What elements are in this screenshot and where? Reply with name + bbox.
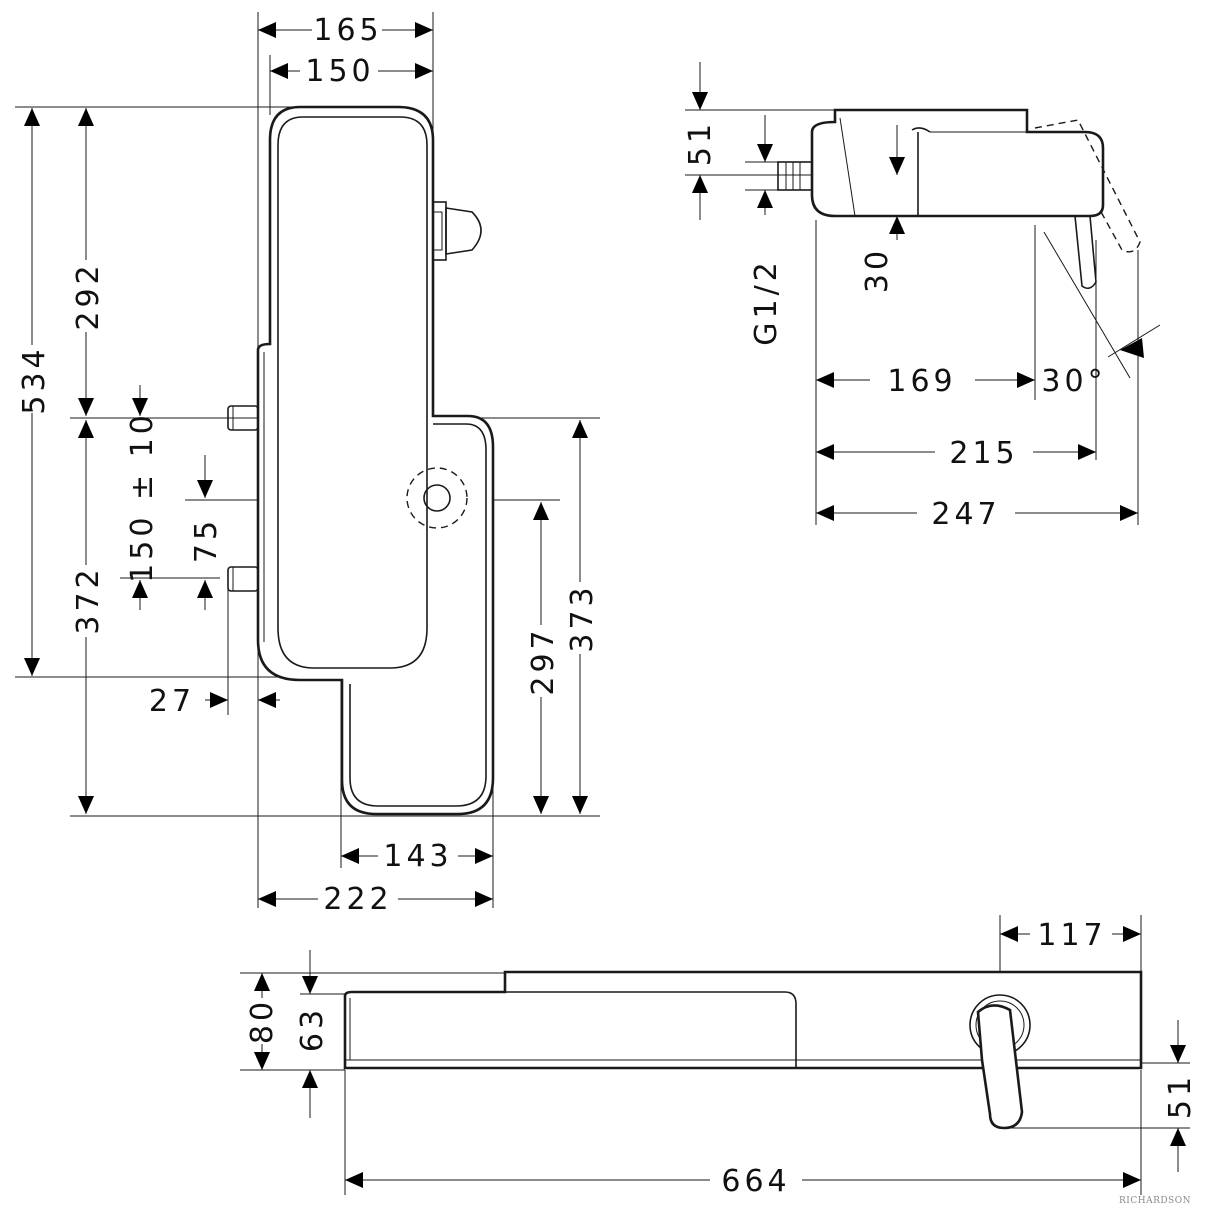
dim-51-top: 51 (1163, 1073, 1198, 1119)
top-body (343, 970, 1143, 1070)
side-view: 51 G1/2 30 169 30° 215 247 (683, 62, 1161, 532)
dim-292: 292 (71, 261, 106, 330)
dim-222: 222 (323, 882, 392, 917)
dim-297: 297 (526, 626, 561, 695)
side-body (810, 108, 1105, 218)
dim-150-pm-10: 150 ± 10 (125, 411, 160, 583)
dim-63: 63 (295, 1006, 330, 1052)
dim-117: 117 (1037, 918, 1106, 953)
dim-150: 150 (305, 54, 374, 89)
dim-247: 247 (931, 497, 1000, 532)
dim-664: 664 (721, 1164, 790, 1199)
dim-215: 215 (949, 436, 1018, 471)
dim-angle-30: 30° (1041, 364, 1106, 399)
dim-g1-2: G1/2 (749, 258, 784, 346)
dim-372: 372 (71, 565, 106, 634)
dim-27: 27 (149, 684, 195, 719)
dim-80: 80 (245, 998, 280, 1044)
dim-30-side: 30 (860, 247, 895, 293)
top-view: 117 80 63 51 664 (240, 915, 1198, 1199)
dim-165: 165 (313, 13, 382, 48)
dim-143: 143 (383, 839, 452, 874)
watermark-text: RICHARDSON (1119, 1196, 1191, 1206)
dim-534: 534 (17, 345, 52, 414)
dim-373: 373 (565, 583, 600, 652)
front-view: 165 150 534 292 372 150 ± 10 (15, 12, 600, 917)
thermostat-body (256, 105, 495, 816)
dim-51-side: 51 (683, 120, 718, 166)
dim-75: 75 (189, 517, 224, 563)
dim-169: 169 (887, 364, 956, 399)
